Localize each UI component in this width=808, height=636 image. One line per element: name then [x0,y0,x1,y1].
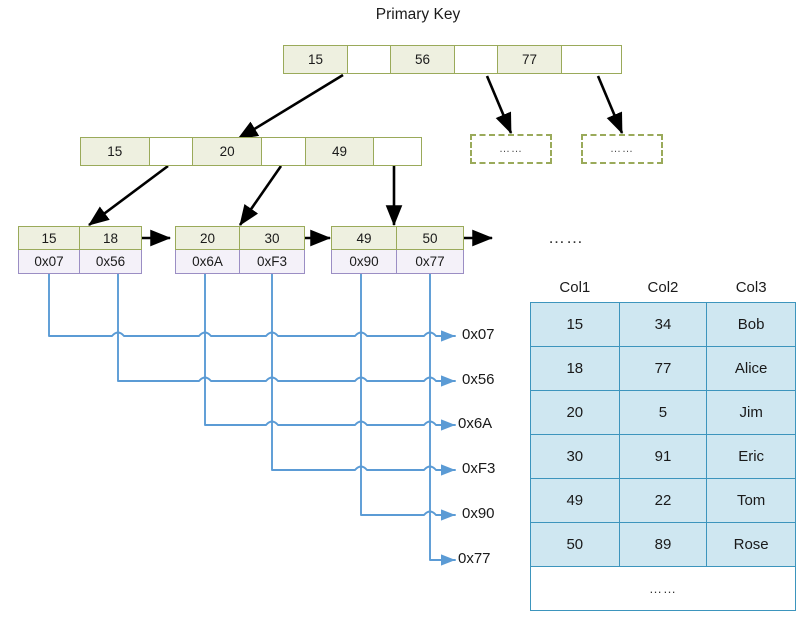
table-row[interactable]: 49 22 Tom [530,478,796,523]
internal-cell-pointer-2[interactable] [261,138,306,165]
table-row-more[interactable]: …… [530,566,796,611]
btree-leaf-2[interactable]: 20 30 0x6A 0xF3 [175,226,305,274]
dashed-node-1[interactable]: …… [470,134,552,164]
data-table-header-row: Col1 Col2 Col3 [531,276,796,303]
leaf-2-key-row: 20 30 [175,226,305,250]
cell-r5-c1[interactable]: 89 [618,522,708,567]
cell-r4-c1[interactable]: 22 [618,478,708,523]
arrow-internal-to-leaf-2 [238,165,283,226]
cell-r1-c2[interactable]: Alice [706,346,796,391]
root-cell-key-1[interactable]: 15 [284,46,348,73]
cell-r4-c0[interactable]: 49 [530,478,620,523]
cell-r3-c1[interactable]: 91 [618,434,708,479]
leaf-2-pointer-1[interactable]: 0x6A [176,250,240,273]
leaf-3-pointer-1[interactable]: 0x90 [332,250,398,273]
address-label-0x07: 0x07 [462,326,495,343]
btree-root-node[interactable]: 15 56 77 [283,45,622,74]
arrow-root-to-dashed-2 [596,75,624,134]
data-table[interactable]: Col1 Col2 Col3 15 34 Bob 18 77 Alice 20 … [530,276,796,611]
leaf-2-key-1[interactable]: 20 [176,227,240,249]
cell-r1-c1[interactable]: 77 [618,346,708,391]
leaf-2-pointer-row: 0x6A 0xF3 [175,250,305,274]
pointer-connectors [48,267,456,566]
data-table-header-col1: Col1 [559,279,591,296]
cell-r4-c2[interactable]: Tom [706,478,796,523]
leaf-1-key-row: 15 18 [18,226,142,250]
leaf-1-pointer-1[interactable]: 0x07 [19,250,81,273]
data-table-header-col2: Col2 [647,279,679,296]
arrow-root-to-dashed-1 [485,75,513,134]
cell-r2-c1[interactable]: 5 [618,390,708,435]
address-label-0x77: 0x77 [458,550,491,567]
table-row[interactable]: 18 77 Alice [530,346,796,391]
page-title: Primary Key [375,6,461,23]
leaf-3-pointer-2[interactable]: 0x77 [397,250,463,273]
leaf-1-pointer-row: 0x07 0x56 [18,250,142,274]
root-cell-pointer-1[interactable] [348,46,391,73]
leaf-1-key-2[interactable]: 18 [80,227,141,249]
table-row[interactable]: 15 34 Bob [530,302,796,347]
table-above-ellipsis: …… [548,228,584,247]
cell-more-ellipsis: …… [530,566,796,611]
internal-cell-key-1[interactable]: 15 [81,138,150,165]
leaf-1-key-1[interactable]: 15 [19,227,81,249]
cell-r5-c2[interactable]: Rose [706,522,796,567]
cell-r2-c2[interactable]: Jim [706,390,796,435]
root-cell-pointer-2[interactable] [455,46,498,73]
table-row[interactable]: 20 5 Jim [530,390,796,435]
cell-r2-c0[interactable]: 20 [530,390,620,435]
cell-r3-c0[interactable]: 30 [530,434,620,479]
leaf-2-pointer-2[interactable]: 0xF3 [240,250,304,273]
leaf-3-key-1[interactable]: 49 [332,227,398,249]
internal-cell-key-3[interactable]: 49 [305,138,375,165]
leaf-2-key-2[interactable]: 30 [240,227,304,249]
root-cell-pointer-3[interactable] [562,46,617,73]
btree-internal-node[interactable]: 15 20 49 [80,137,422,166]
cell-r0-c0[interactable]: 15 [530,302,620,347]
leaf-3-key-2[interactable]: 50 [397,227,463,249]
cell-r0-c1[interactable]: 34 [618,302,708,347]
cell-r0-c2[interactable]: Bob [706,302,796,347]
table-row[interactable]: 50 89 Rose [530,522,796,567]
cell-r5-c0[interactable]: 50 [530,522,620,567]
btree-leaf-3[interactable]: 49 50 0x90 0x77 [331,226,464,274]
internal-cell-pointer-1[interactable] [149,138,194,165]
root-cell-key-3[interactable]: 77 [498,46,562,73]
leaf-1-pointer-2[interactable]: 0x56 [80,250,141,273]
table-row[interactable]: 30 91 Eric [530,434,796,479]
arrow-internal-to-leaf-1 [88,164,169,227]
address-label-0x56: 0x56 [462,371,495,388]
cell-r1-c0[interactable]: 18 [530,346,620,391]
address-label-0xF3: 0xF3 [462,460,496,477]
address-label-0x90: 0x90 [462,505,495,522]
data-table-header-col3: Col3 [735,279,767,296]
internal-cell-key-2[interactable]: 20 [193,138,262,165]
dashed-node-2[interactable]: …… [581,134,663,164]
internal-cell-pointer-3[interactable] [374,138,421,165]
leaf-3-pointer-row: 0x90 0x77 [331,250,464,274]
cell-r3-c2[interactable]: Eric [706,434,796,479]
arrow-root-to-internal [237,73,344,141]
address-label-0x6A: 0x6A [458,415,493,432]
btree-leaf-1[interactable]: 15 18 0x07 0x56 [18,226,142,274]
root-cell-key-2[interactable]: 56 [391,46,455,73]
leaf-3-key-row: 49 50 [331,226,464,250]
